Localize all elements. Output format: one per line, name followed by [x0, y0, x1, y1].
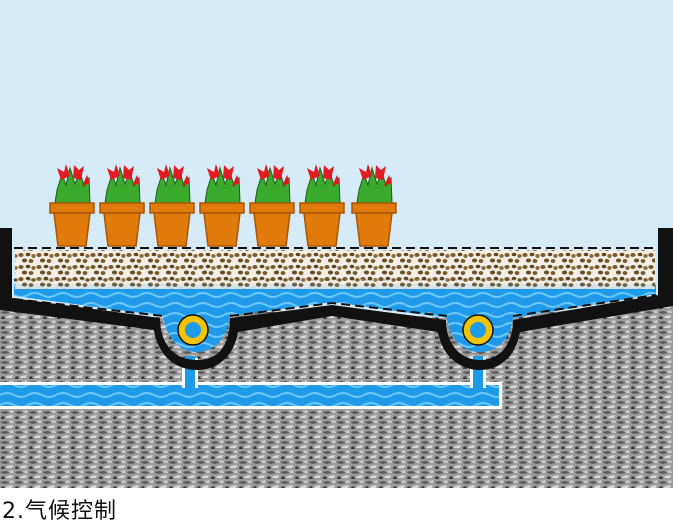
water-channel [0, 356, 502, 409]
potted-plant-icon [99, 164, 145, 247]
water-retention-layer [14, 284, 656, 352]
potted-plant-icon [249, 164, 295, 247]
potted-plant-icon [49, 164, 95, 247]
potted-plant-icon [199, 164, 245, 247]
potted-plant-icon [299, 164, 345, 247]
substrate-layer [15, 250, 655, 289]
caption: 2.气候控制 [2, 499, 117, 524]
potted-plant-icon [149, 164, 195, 247]
potted-plants [49, 164, 397, 247]
drainage-pipe-icon [177, 314, 209, 346]
green-roof-cross-section-diagram [0, 0, 673, 488]
drainage-pipe-icon [462, 314, 494, 346]
potted-plant-icon [351, 164, 397, 247]
